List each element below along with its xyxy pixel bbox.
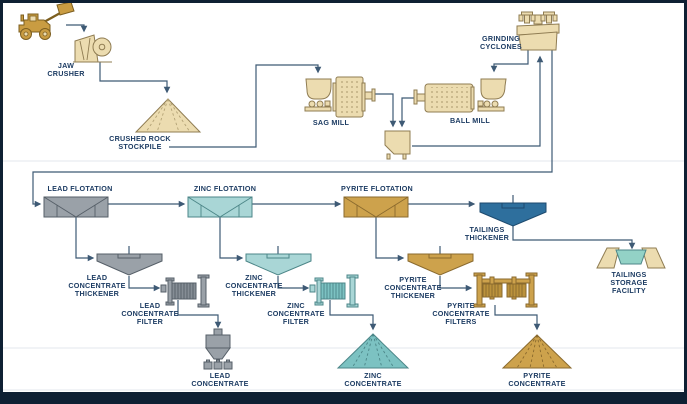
flow-lines	[32, 24, 636, 331]
lead-concentrate-label: LEAD CONCENTRATE	[191, 371, 249, 388]
pyrite-flotation-icon	[343, 196, 409, 218]
ball-mill-icon	[413, 78, 507, 113]
zinc-concentrate-filter-icon	[309, 274, 359, 308]
section-dividers	[3, 160, 684, 391]
tailings-thickener-icon	[479, 195, 547, 227]
jaw-crusher-label: JAW CRUSHER	[47, 61, 85, 78]
lead-concentrate-icon	[203, 328, 233, 370]
zinc-concentrate-filter-label: ZINC CONCENTRATE FILTER	[267, 301, 325, 326]
ball-mill-label: BALL MILL	[449, 116, 491, 125]
lead-concentrate-thickener-label: LEAD CONCENTRATE THICKENER	[68, 273, 126, 298]
tailings-storage-facility-icon	[596, 247, 666, 269]
zinc-concentrate-thickener-label: ZINC CONCENTRATE THICKENER	[225, 273, 283, 298]
zinc-concentrate-thickener-icon	[245, 246, 312, 276]
lead-flotation-icon	[43, 196, 109, 218]
pyrite-concentrate-thickener-label: PYRITE CONCENTRATE THICKENER	[384, 275, 442, 300]
lead-concentrate-filter-label: LEAD CONCENTRATE FILTER	[121, 301, 179, 326]
grinding-cyclones-icon	[516, 11, 560, 51]
tailings-thickener-label: TAILINGS THICKENER	[464, 225, 510, 242]
zinc-flotation-icon	[187, 196, 253, 218]
pyrite-flotation-label: PYRITE FLOTATION	[340, 184, 414, 193]
pyrite-concentrate-icon	[501, 334, 573, 369]
tailings-storage-facility-label: TAILINGS STORAGE FACILITY	[610, 270, 648, 295]
pyrite-concentrate-thickener-icon	[407, 246, 474, 276]
zinc-concentrate-icon	[336, 333, 410, 369]
lead-concentrate-filter-icon	[160, 274, 210, 308]
zinc-flotation-label: ZINC FLOTATION	[193, 184, 257, 193]
zinc-concentrate-label: ZINC CONCENTRATE	[344, 371, 402, 388]
grinding-cyclones-label: GRINDING CYCLONES	[480, 34, 522, 51]
pump-sump-icon	[384, 130, 411, 160]
crushed-rock-stockpile-icon	[134, 98, 202, 133]
jaw-crusher-icon	[73, 34, 112, 63]
sag-mill-icon	[304, 76, 376, 118]
lead-flotation-label: LEAD FLOTATION	[47, 184, 113, 193]
crushed-rock-stockpile-label: CRUSHED ROCK STOCKPILE	[109, 134, 171, 151]
pyrite-concentrate-filters-label: PYRITE CONCENTRATE FILTERS	[432, 301, 490, 326]
pyrite-concentrate-filters-icon	[473, 272, 538, 308]
sag-mill-label: SAG MILL	[312, 118, 350, 127]
pyrite-concentrate-label: PYRITE CONCENTRATE	[508, 371, 566, 388]
lead-concentrate-thickener-icon	[96, 246, 163, 276]
wheel-loader-icon	[18, 1, 75, 40]
